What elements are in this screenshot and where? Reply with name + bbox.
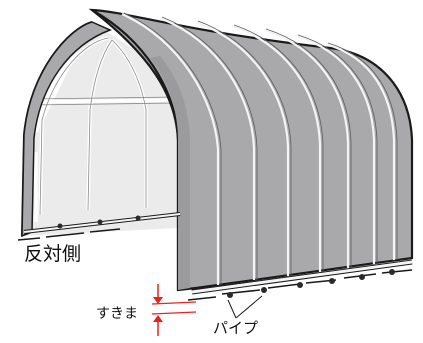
rear-cover [21,21,112,238]
fixing-clips [57,215,395,298]
base-pipe [17,212,413,301]
arch-pipe-outlines [123,12,398,285]
gap-label: すきま [96,306,138,322]
arch-pipes [121,12,396,285]
greenhouse-cover [88,8,414,292]
pipe-label: パイプ [213,319,259,337]
opposite-side-label: 反対側 [24,243,82,265]
interior-frame-outline [29,37,179,216]
pipe-leader-lines [227,295,263,319]
gap-indicator [151,284,197,336]
